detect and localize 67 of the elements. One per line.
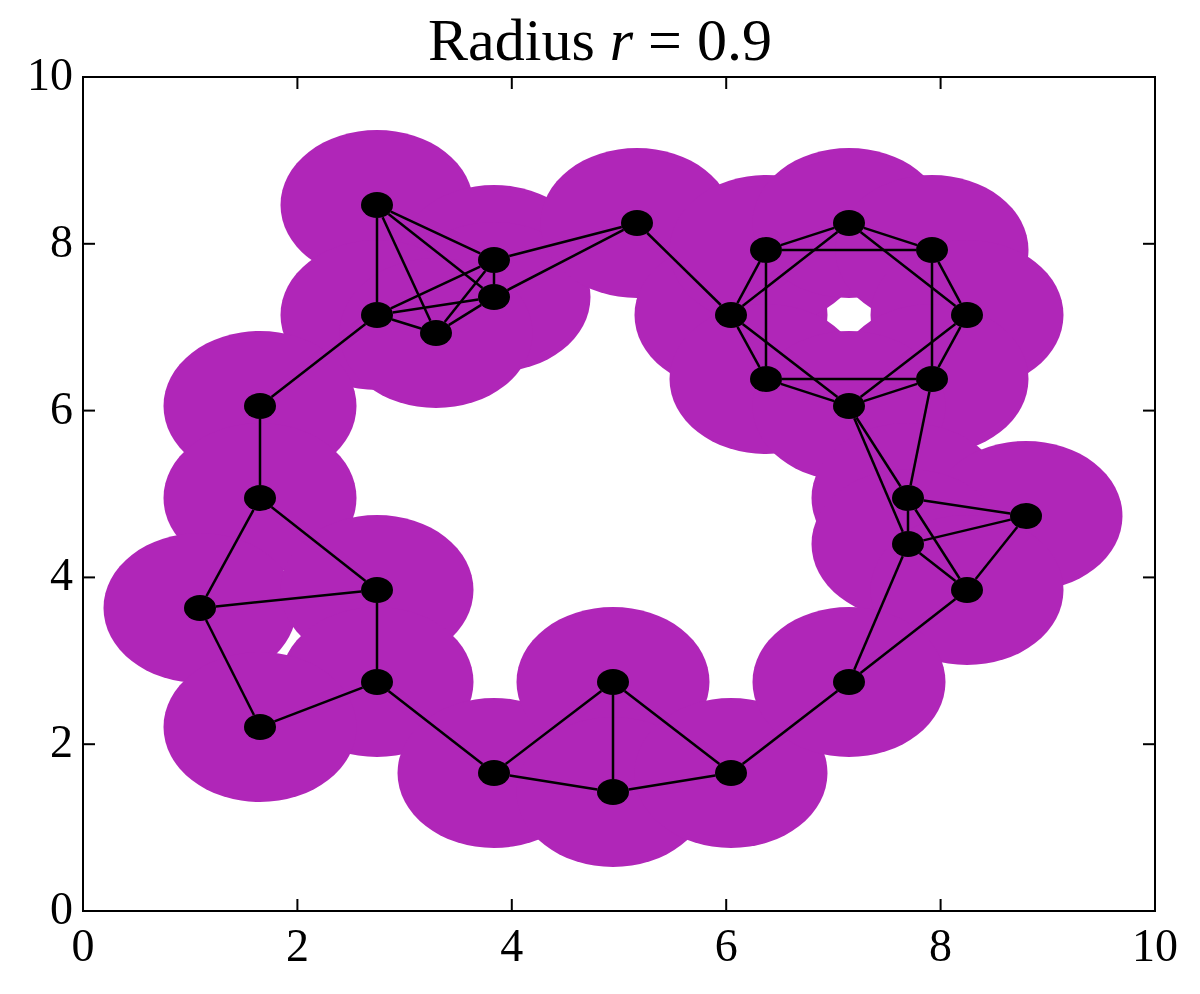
edge-line bbox=[392, 298, 479, 314]
edge-line bbox=[780, 226, 835, 247]
edge-line bbox=[270, 506, 367, 582]
tick-label: 10 bbox=[1132, 923, 1178, 969]
tick-label: 8 bbox=[929, 923, 953, 969]
edge-line bbox=[909, 391, 931, 486]
edge-line bbox=[741, 231, 839, 307]
edge-line bbox=[215, 590, 362, 608]
tick-label: 0 bbox=[50, 886, 73, 932]
edge-line bbox=[859, 598, 957, 674]
edge-line bbox=[937, 261, 962, 304]
edge-line bbox=[859, 322, 957, 399]
edge-line bbox=[274, 686, 363, 723]
edge-line bbox=[628, 774, 716, 791]
edge-line bbox=[914, 508, 961, 580]
edge-line bbox=[780, 382, 835, 403]
chart-title: Radius r = 0.9 bbox=[428, 7, 772, 73]
edge-line bbox=[863, 226, 918, 247]
edge-line bbox=[611, 695, 615, 779]
edge-line bbox=[859, 231, 957, 307]
edge-line bbox=[923, 518, 1011, 542]
edge-line bbox=[381, 216, 432, 322]
edge-line bbox=[764, 263, 768, 366]
edge-line bbox=[623, 689, 721, 766]
edge-line bbox=[375, 218, 379, 302]
edge-line bbox=[853, 555, 904, 671]
tick-label: 2 bbox=[285, 923, 309, 969]
edge-line bbox=[443, 270, 487, 323]
edge-line bbox=[918, 552, 957, 582]
edge-line bbox=[646, 232, 722, 306]
edge-line bbox=[509, 774, 598, 791]
edge-line bbox=[736, 326, 761, 368]
edge-line bbox=[258, 419, 262, 485]
edge-line bbox=[390, 210, 481, 255]
tick-label: 6 bbox=[50, 385, 73, 432]
edge-line bbox=[923, 499, 1011, 515]
tick-label: 10 bbox=[27, 52, 73, 98]
edge-line bbox=[204, 619, 256, 716]
edge-line bbox=[930, 263, 934, 366]
edge-line bbox=[387, 690, 484, 765]
edge-line bbox=[375, 603, 379, 669]
edge-line bbox=[390, 265, 481, 310]
edge-line bbox=[853, 417, 904, 533]
edge-line bbox=[387, 213, 484, 289]
edge-line bbox=[906, 511, 910, 531]
edge-line bbox=[863, 382, 918, 403]
edge-line bbox=[270, 323, 367, 398]
tick-label: 0 bbox=[71, 923, 95, 969]
edge-line bbox=[448, 303, 482, 327]
edge-line bbox=[391, 318, 422, 330]
edge-line bbox=[855, 416, 902, 488]
edge-line bbox=[782, 248, 916, 252]
edge-line bbox=[974, 526, 1019, 580]
edge-line bbox=[741, 322, 839, 399]
edge-line bbox=[205, 509, 255, 597]
tick-label: 6 bbox=[714, 923, 738, 969]
tick-label: 8 bbox=[50, 218, 73, 265]
tick-label: 2 bbox=[50, 719, 73, 766]
edge-line bbox=[937, 326, 962, 368]
tick-label: 4 bbox=[500, 923, 524, 969]
edge-line bbox=[736, 261, 761, 304]
edge-line bbox=[508, 225, 623, 258]
edge-line bbox=[504, 689, 603, 766]
edge-line bbox=[782, 377, 916, 381]
edge-line bbox=[741, 689, 839, 766]
edge-line bbox=[506, 228, 625, 292]
tick-label: 4 bbox=[50, 552, 73, 599]
